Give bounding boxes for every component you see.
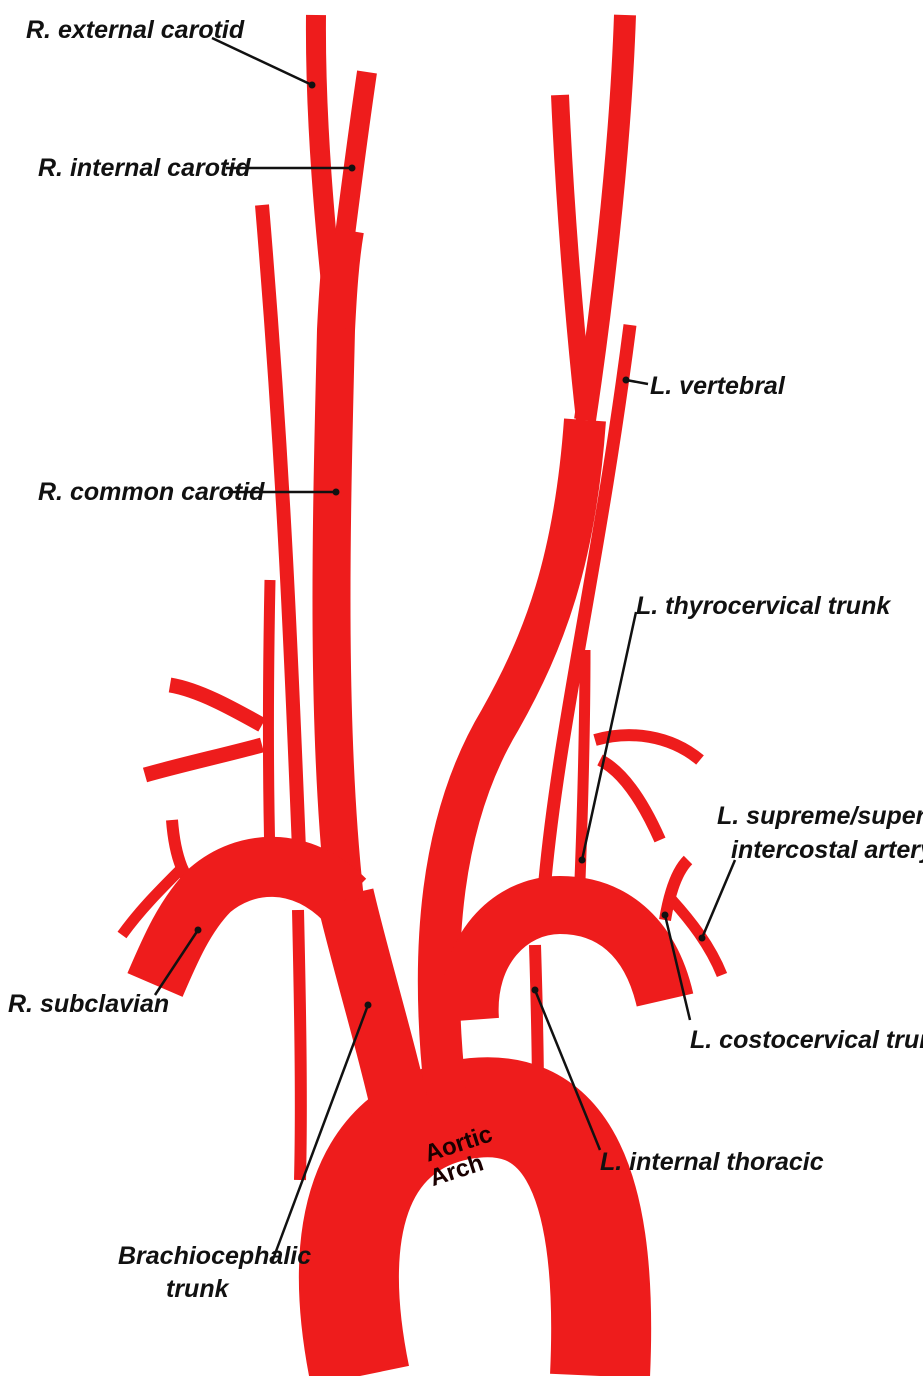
dot-l-internal-thoracic (532, 987, 539, 994)
label-l-thyrocervical: L. thyrocervical trunk (636, 592, 891, 620)
l-subclavian-vessel (470, 905, 665, 1020)
dot-r-common-carotid (333, 489, 340, 496)
dot-r-external-carotid (309, 82, 316, 89)
label-r-internal-carotid: R. internal carotid (38, 154, 251, 182)
dot-brachiocephalic (365, 1002, 372, 1009)
dot-l-vertebral (623, 377, 630, 384)
label-r-subclavian: R. subclavian (8, 990, 169, 1018)
dot-r-subclavian (195, 927, 202, 934)
dot-l-thyrocervical (579, 857, 586, 864)
r-thyrocervical-vessel (269, 580, 271, 860)
r-thyro-branch-2 (145, 745, 262, 775)
label-r-external-carotid: R. external carotid (26, 16, 245, 44)
label-brachiocephalic-1: Brachiocephalic (118, 1242, 311, 1270)
l-thyro-branch-2 (600, 760, 660, 840)
leader-r-external-carotid (212, 38, 312, 85)
brachiocephalic-trunk (345, 895, 405, 1130)
leader-l-supreme (702, 860, 735, 938)
r-common-carotid-vessel (331, 230, 345, 900)
label-l-supreme-2: intercostal artery (731, 836, 923, 864)
l-internal-carotid-vessel (560, 95, 585, 420)
label-l-internal-thoracic: L. internal thoracic (600, 1148, 824, 1176)
l-thyro-branch-1 (595, 735, 700, 760)
dot-l-supreme (699, 935, 706, 942)
label-brachiocephalic-2: trunk (166, 1275, 230, 1303)
label-l-supreme-1: L. supreme/superior (717, 802, 923, 830)
r-subclavian-vessel (155, 867, 345, 985)
r-external-carotid-vessel (316, 15, 336, 330)
r-thyro-branch-1 (170, 685, 262, 725)
r-internal-thoracic-vessel (298, 910, 301, 1180)
label-r-common-carotid: R. common carotid (38, 478, 265, 506)
dot-l-costocervical (662, 912, 669, 919)
l-internal-thoracic-vessel (535, 945, 538, 1100)
dot-r-internal-carotid (349, 165, 356, 172)
label-l-vertebral: L. vertebral (650, 372, 786, 400)
label-l-costocervical: L. costocervical trunk (690, 1026, 923, 1054)
r-internal-carotid-vessel (345, 72, 367, 235)
